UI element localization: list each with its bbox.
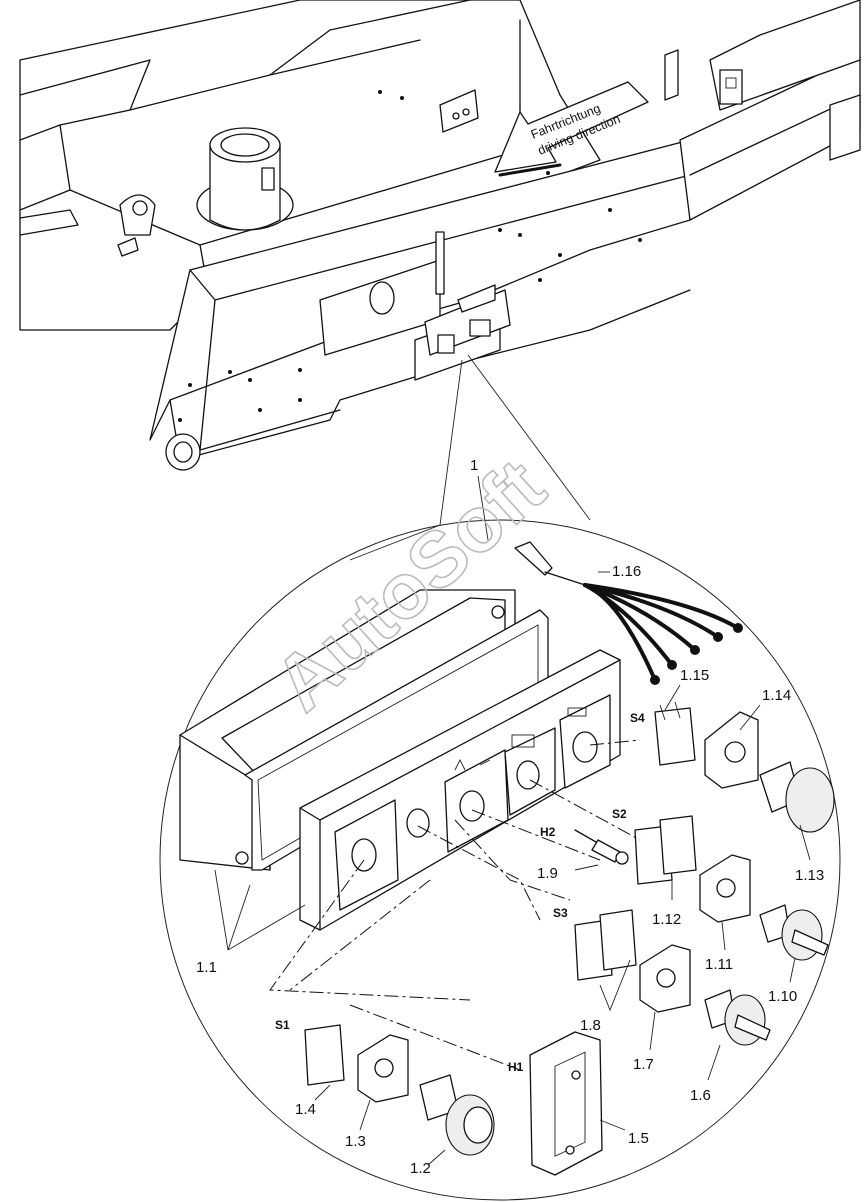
contact-block-s2 bbox=[634, 815, 697, 885]
label-1-4: 1.4 bbox=[295, 1101, 316, 1118]
label-1-10: 1.10 bbox=[768, 988, 797, 1005]
indicator-lamp-h2 bbox=[574, 829, 629, 865]
label-1-7: 1.7 bbox=[633, 1056, 654, 1073]
label-1-12: 1.12 bbox=[652, 911, 681, 928]
label-1: 1 bbox=[470, 457, 478, 474]
label-1-9: 1.9 bbox=[537, 865, 558, 882]
push-button-1-2 bbox=[419, 1074, 495, 1156]
lamp-housing-h1 bbox=[529, 1031, 603, 1176]
mounting-adapter-1-11 bbox=[699, 854, 751, 923]
symbol-h2: H2 bbox=[540, 825, 556, 839]
mounting-adapter-1-3 bbox=[357, 1034, 409, 1103]
label-1-3: 1.3 bbox=[345, 1133, 366, 1150]
symbol-s3: S3 bbox=[553, 906, 568, 920]
label-1-8: 1.8 bbox=[580, 1017, 601, 1034]
label-1-14: 1.14 bbox=[762, 687, 791, 704]
mounting-adapter-1-14 bbox=[704, 711, 759, 789]
selector-switch-1-10 bbox=[759, 904, 829, 961]
label-1-2: 1.2 bbox=[410, 1160, 431, 1177]
label-1-16: 1.16 bbox=[612, 563, 641, 580]
detail-circle bbox=[159, 519, 841, 1201]
front-panel bbox=[299, 649, 621, 931]
selector-switch-1-6 bbox=[704, 989, 771, 1046]
symbol-h1: H1 bbox=[508, 1060, 524, 1074]
cable-harness bbox=[514, 541, 743, 685]
label-1-6: 1.6 bbox=[690, 1087, 711, 1104]
contact-block-s1 bbox=[304, 1024, 345, 1086]
label-1-11: 1.11 bbox=[705, 956, 733, 973]
machine-frame: Fahrtrichtung driving direction bbox=[19, 0, 861, 471]
emergency-stop-button-1-13 bbox=[759, 761, 835, 833]
driving-direction-arrow bbox=[494, 81, 649, 173]
symbol-s4: S4 bbox=[630, 711, 645, 725]
label-1-15: 1.15 bbox=[680, 667, 709, 684]
symbol-s1: S1 bbox=[275, 1018, 290, 1032]
label-1-5: 1.5 bbox=[628, 1130, 649, 1147]
label-1-1: 1.1 bbox=[196, 959, 217, 976]
label-1-13: 1.13 bbox=[795, 867, 824, 884]
mounting-adapter-1-7 bbox=[639, 944, 691, 1013]
contact-block-s3 bbox=[574, 909, 637, 981]
contact-block-s4 bbox=[654, 701, 696, 766]
symbol-s2: S2 bbox=[612, 807, 627, 821]
